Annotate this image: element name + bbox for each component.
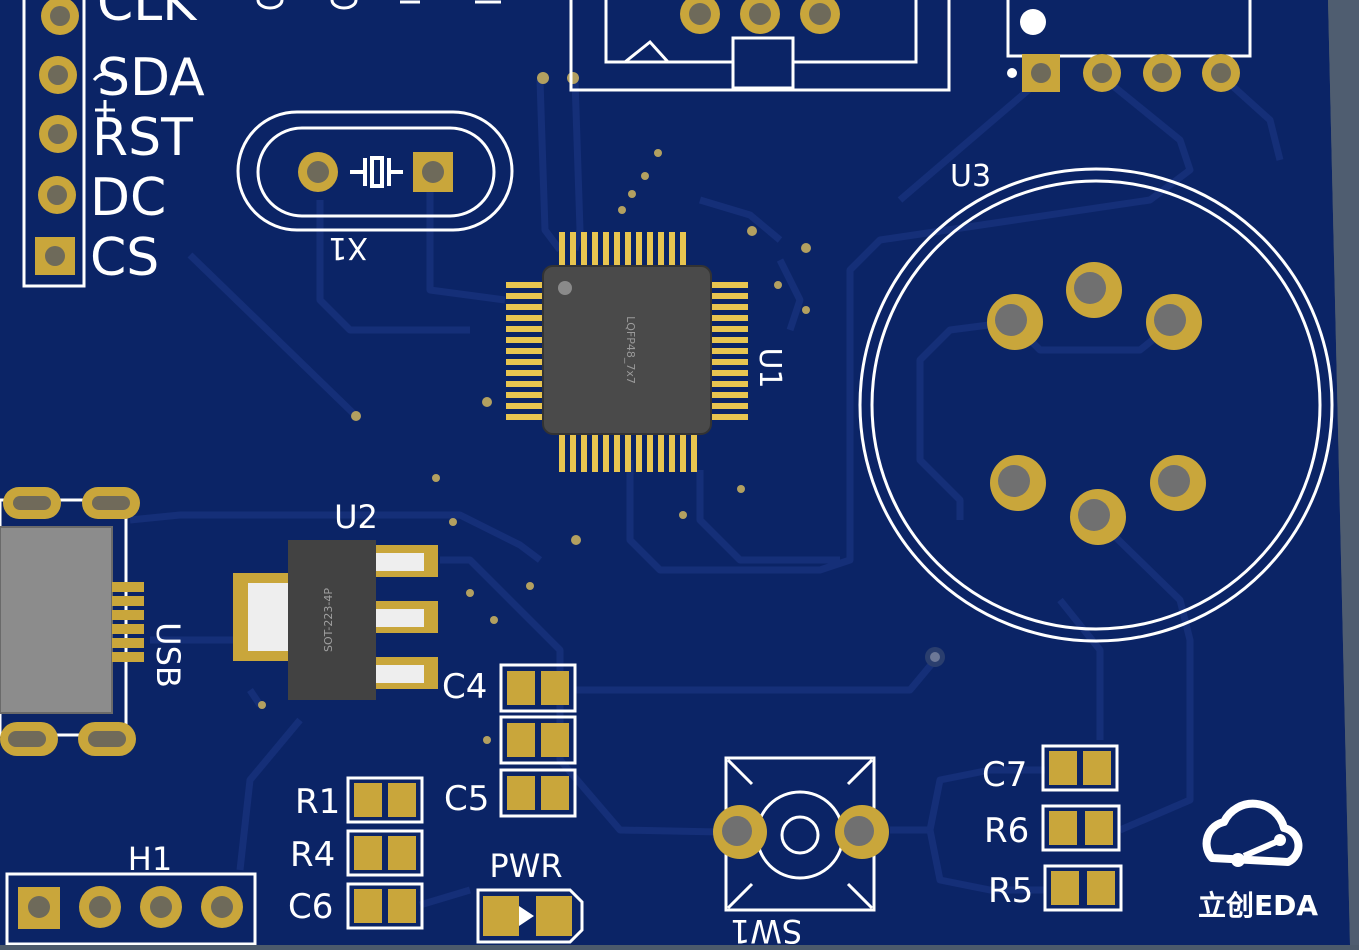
- header-outline: [22, 0, 86, 288]
- top-right-module: [1006, 0, 1252, 92]
- cap-c5: [499, 768, 577, 818]
- label-usb: USB: [149, 622, 187, 688]
- usb-connector: [0, 487, 144, 756]
- top-connector: [569, 0, 951, 92]
- crystal-x1: [236, 110, 514, 232]
- header-pins: [35, 0, 79, 275]
- cap-c4: [499, 663, 577, 713]
- label-cs: CS: [90, 228, 159, 288]
- lceda-logo: [1202, 799, 1303, 867]
- logo-text: 立创EDA: [1198, 889, 1318, 922]
- label-sw1: SW1: [730, 912, 802, 945]
- label-r5: R5: [988, 871, 1033, 911]
- label-rst: RST: [92, 108, 193, 168]
- res-r5: [1043, 864, 1123, 912]
- chip-u1: LQFP48_7x7: [506, 232, 748, 472]
- regulator-u2: SOT-223-4P: [233, 540, 438, 700]
- label-r1: R1: [295, 782, 340, 822]
- u1-pins-left: [506, 282, 548, 420]
- cap-unlabeled: [499, 715, 577, 765]
- u1-body-label: LQFP48_7x7: [624, 316, 637, 384]
- silk-top-partial: [256, 0, 501, 10]
- header-h1: [5, 872, 257, 946]
- vias: [258, 68, 1017, 744]
- led-pwr: [476, 888, 584, 944]
- label-r6: R6: [984, 811, 1029, 851]
- res-r4: [346, 829, 424, 877]
- res-r6: [1041, 804, 1121, 852]
- silk-mark: [92, 72, 118, 82]
- label-r4: R4: [290, 835, 335, 875]
- label-c7: C7: [982, 755, 1027, 795]
- label-h1: H1: [128, 840, 172, 878]
- cap-c7: [1041, 744, 1119, 792]
- u1-pins-right: [706, 282, 748, 420]
- label-pwr: PWR: [489, 847, 562, 885]
- copper-traces: [129, 72, 1284, 909]
- label-u3: U3: [950, 159, 991, 194]
- label-clk: CLK: [97, 0, 198, 33]
- label-x1: X1: [328, 230, 368, 265]
- u1-pins-top: [559, 232, 686, 270]
- u2-body-label: SOT-223-4P: [322, 588, 335, 652]
- label-c5: C5: [444, 779, 489, 819]
- board-edge: [1328, 0, 1359, 945]
- sensor-u3: [858, 167, 1334, 643]
- res-r1: [346, 776, 424, 824]
- label-c4: C4: [442, 667, 487, 707]
- switch-sw1: [713, 756, 889, 912]
- cap-c6: [346, 882, 424, 930]
- u1-pins-bottom: [559, 432, 697, 472]
- label-u1: U1: [752, 347, 787, 388]
- label-u2: U2: [334, 498, 378, 536]
- label-dc: DC: [90, 168, 166, 228]
- label-c6: C6: [288, 887, 333, 927]
